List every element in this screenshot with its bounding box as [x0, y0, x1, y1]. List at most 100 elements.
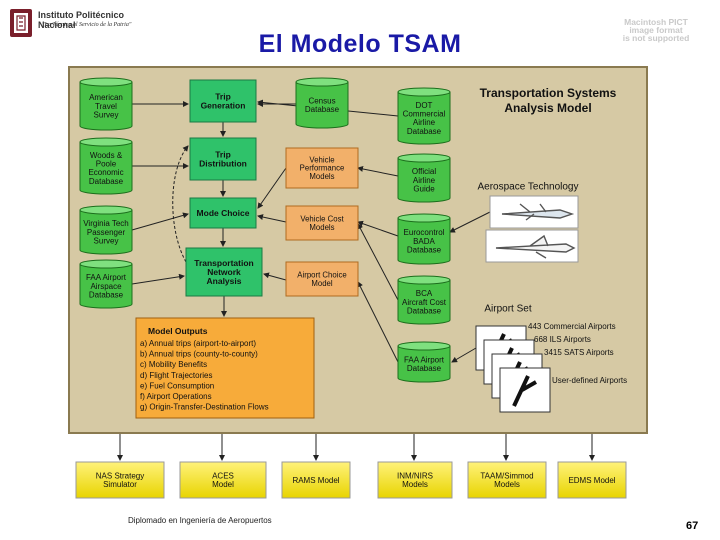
right-database-top	[397, 153, 451, 163]
downstream-model-label: Models	[494, 480, 520, 489]
census-database-label: Database	[305, 105, 340, 114]
institution-motto: "La Técnica al Servicio de la Patria"	[42, 22, 132, 28]
right-database-label: Database	[407, 364, 442, 373]
downstream-model-label: INM/NIRS	[397, 471, 433, 480]
model-output-item: c) Mobility Benefits	[140, 360, 207, 369]
aerospace-technology-label: Aerospace Technology	[478, 182, 579, 193]
model-output-item: g) Origin-Transfer-Destination Flows	[140, 403, 269, 412]
right-database-top	[397, 87, 451, 97]
model-output-item: b) Annual trips (county-to-county)	[140, 350, 258, 359]
downstream-model-label: TAAM/Simmod	[480, 471, 533, 480]
downstream-model-label: Model	[212, 480, 234, 489]
right-database-label: Official	[412, 167, 437, 176]
process-box-label: Generation	[201, 101, 246, 111]
model-outputs-box	[135, 317, 315, 419]
right-database-label: Database	[407, 245, 442, 254]
connector	[257, 167, 287, 209]
connector	[449, 211, 491, 233]
census-database-label: Census	[308, 96, 335, 105]
connector	[357, 223, 399, 301]
ipn-seal-icon	[10, 9, 32, 37]
right-database	[397, 346, 451, 383]
airport-count-label: User-defined Airports	[552, 376, 627, 385]
downstream-model-box	[467, 461, 547, 499]
right-database-label: FAA Airport	[404, 355, 445, 364]
process-box-label: Mode Choice	[197, 208, 250, 218]
model-box-label: Model	[311, 279, 333, 288]
left-database-label: Airspace	[90, 282, 122, 291]
right-database-label: Database	[407, 127, 442, 136]
model-outputs-title: Model Outputs	[148, 326, 208, 336]
right-database-label: DOT	[416, 101, 433, 110]
connector	[357, 220, 399, 237]
left-database-label: FAA Airport	[86, 273, 127, 282]
airport-count-label: 668 ILS Airports	[534, 335, 591, 344]
diagram-heading: Transportation Systems	[480, 86, 617, 100]
census-database-top	[295, 77, 349, 87]
connectors	[117, 99, 595, 461]
airport-count-label: 443 Commercial Airports	[528, 322, 616, 331]
tiltrotor-icon	[501, 203, 575, 221]
downstream-model-label: NAS Strategy	[96, 471, 144, 480]
downstream-model-box	[75, 461, 165, 499]
left-database-label: Passenger	[87, 228, 126, 237]
left-database-label: Poole	[96, 159, 117, 168]
right-database-label: Airline	[413, 118, 436, 127]
left-database-top	[79, 77, 133, 87]
process-box-label: Distribution	[199, 159, 247, 169]
right-database-label: Airline	[413, 176, 436, 185]
right-database-top	[397, 275, 451, 285]
connector	[357, 281, 399, 363]
downstream-model-label: RAMS Model	[292, 476, 339, 485]
connector	[357, 166, 399, 177]
connector	[451, 347, 477, 363]
downstream-model-box	[179, 461, 267, 499]
feedback-connector	[172, 145, 189, 263]
right-database	[397, 158, 451, 203]
process-box-label: Network	[207, 267, 241, 277]
model-box-label: Models	[309, 223, 334, 232]
model-output-item: f) Airport Operations	[140, 392, 212, 401]
left-database	[79, 82, 133, 131]
downstream-model-label: Models	[402, 480, 428, 489]
airport-count-label: 3415 SATS Airports	[544, 348, 614, 357]
business-jet-icon	[495, 234, 576, 259]
page-number: 67	[686, 520, 699, 532]
left-database-top	[79, 205, 133, 215]
process-box	[185, 247, 263, 297]
right-database-label: Guide	[413, 184, 435, 193]
connector	[263, 272, 287, 281]
process-box	[189, 137, 257, 181]
footer-course: Diplomado en Ingeniería de Aeropuertos	[128, 516, 272, 525]
left-database	[79, 264, 133, 309]
process-box	[189, 197, 257, 229]
model-box	[285, 205, 359, 241]
process-box	[189, 79, 257, 123]
process-box-label: Trip	[215, 91, 231, 101]
right-database	[397, 92, 451, 145]
model-output-item: d) Flight Trajectories	[140, 371, 212, 380]
process-box-label: Trip	[215, 149, 231, 159]
process-box-label: Analysis	[207, 276, 242, 286]
connector	[257, 214, 287, 223]
notice-line: Macintosh PICT	[624, 17, 688, 27]
airport-set-label: Airport Set	[484, 304, 531, 315]
left-database-label: Woods &	[90, 151, 123, 160]
right-database-top	[397, 213, 451, 223]
runway-icon	[512, 375, 537, 407]
runway-card	[499, 367, 551, 413]
institution-header: Instituto Politécnico Nacional "La Técni…	[8, 8, 158, 40]
unsupported-image-notice: Macintosh PICT image format is not suppo…	[604, 17, 708, 43]
downstream-model-box	[557, 461, 627, 499]
left-database	[79, 210, 133, 255]
model-box	[285, 147, 359, 189]
left-database-label: Travel	[95, 102, 117, 111]
census-database	[295, 82, 349, 129]
model-box	[285, 261, 359, 297]
process-box-label: Transportation	[194, 258, 254, 268]
right-database-label: Commercial	[403, 109, 446, 118]
left-database-top	[79, 137, 133, 147]
right-database-label: BCA	[416, 289, 433, 298]
left-database-label: Database	[89, 290, 124, 299]
